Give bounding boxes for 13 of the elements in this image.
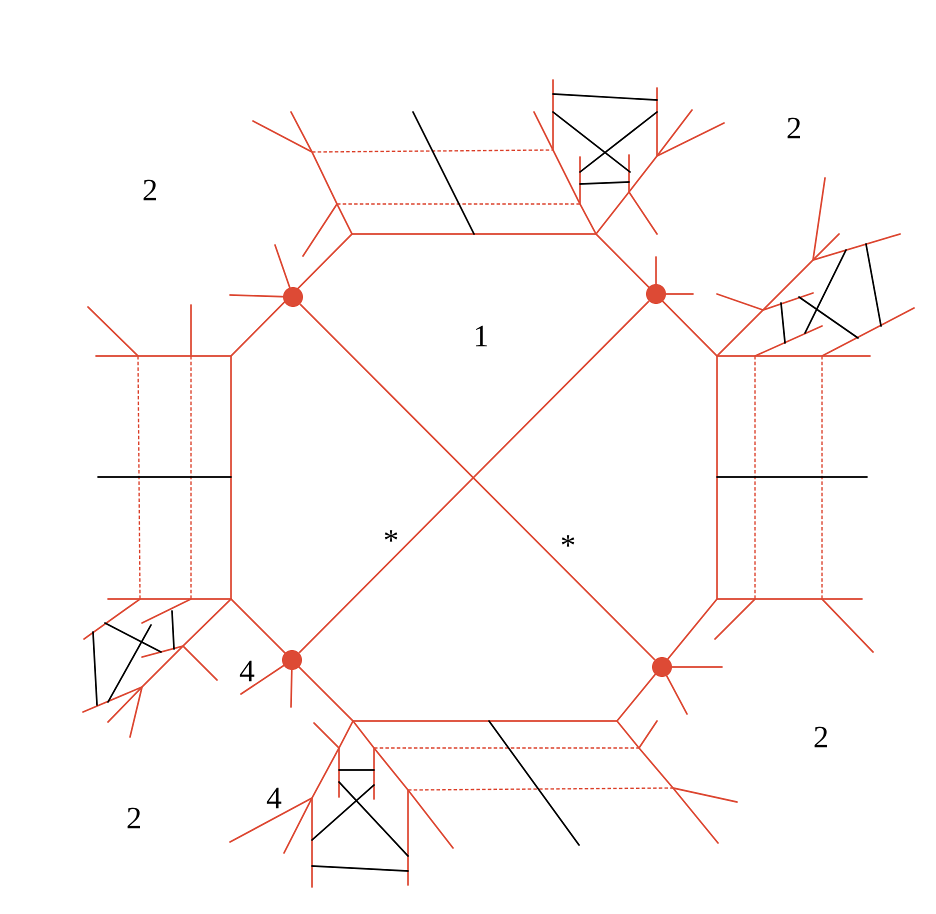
vertex-dot — [282, 650, 302, 670]
region-number: 4 — [266, 788, 282, 808]
vertex-dot — [646, 284, 666, 304]
edge-label: * — [384, 530, 398, 542]
region-number: 4 — [240, 660, 254, 682]
region-number: 2 — [814, 726, 828, 748]
region-number: 2 — [144, 180, 156, 200]
edge-label: * — [562, 535, 574, 547]
vertex-dot — [652, 657, 672, 677]
region-number: 2 — [788, 118, 800, 138]
vertex-dot — [283, 287, 303, 307]
region-number: 1 — [476, 326, 487, 346]
region-number: 2 — [128, 808, 140, 828]
